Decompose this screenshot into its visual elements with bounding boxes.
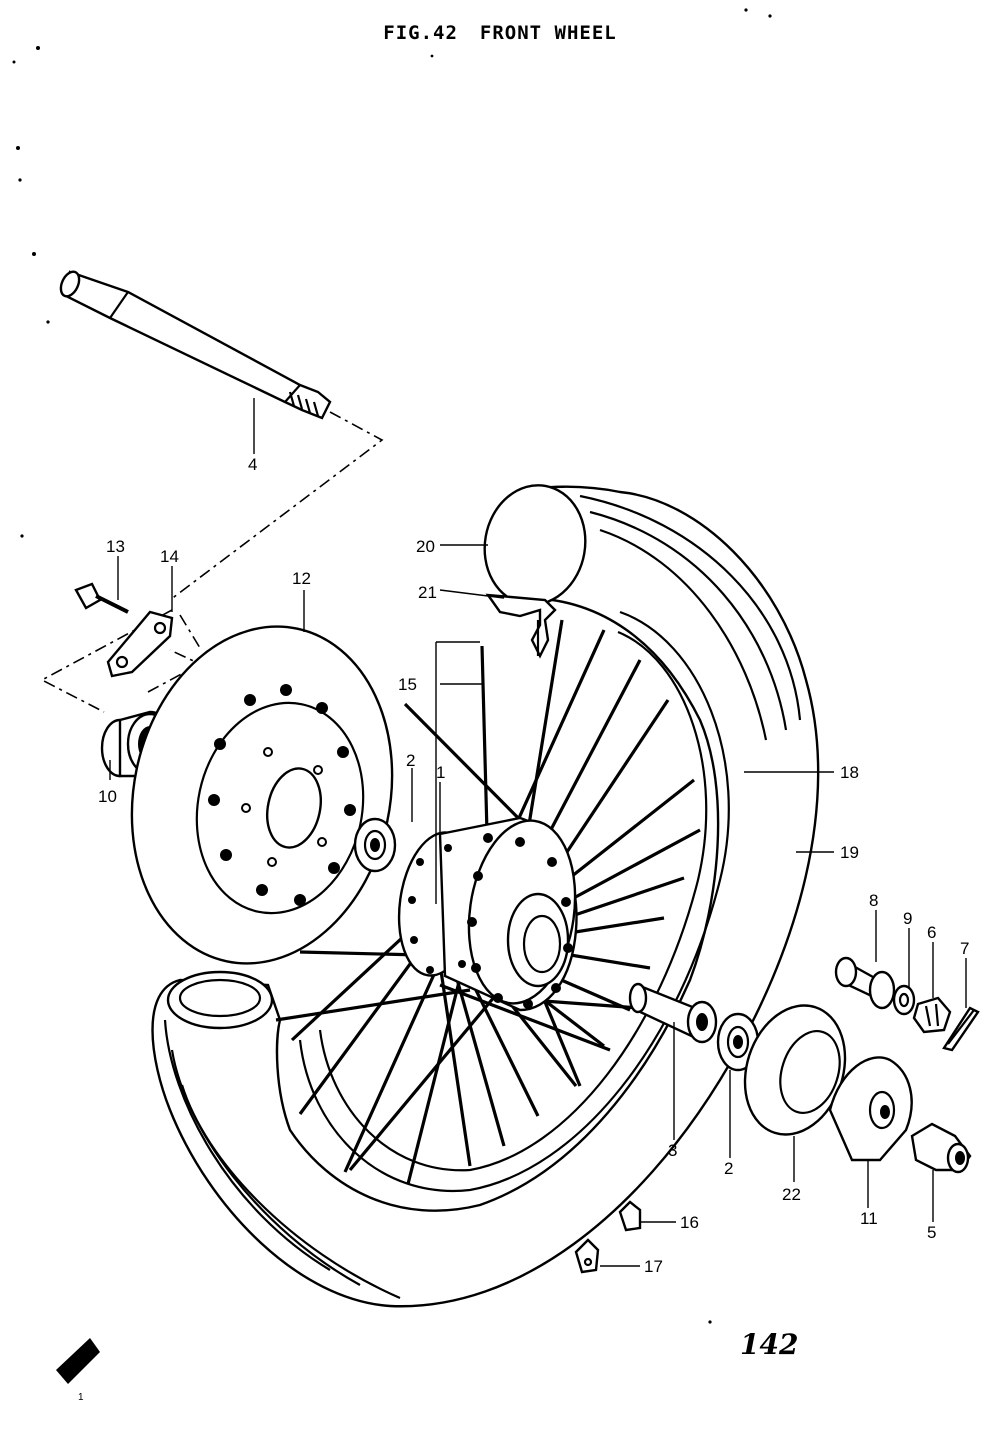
hub-spacer — [628, 982, 718, 1044]
axle — [59, 270, 332, 420]
collar — [834, 956, 896, 1010]
callout-11: 11 — [860, 1209, 878, 1228]
inner-tube-and-valve — [485, 593, 557, 659]
callout-6: 6 — [927, 923, 936, 942]
cotter-pin — [942, 1006, 980, 1052]
balancer-weight — [618, 1200, 642, 1232]
left-wheel-bearing — [353, 817, 397, 873]
brake-disc — [130, 625, 394, 965]
rim — [298, 610, 730, 1193]
callout-10: 10 — [98, 787, 117, 806]
page-number: 142 — [740, 1328, 799, 1361]
callout-9: 9 — [903, 909, 912, 928]
callout-16: 16 — [680, 1213, 699, 1232]
callout-17: 17 — [644, 1257, 663, 1276]
callout-7: 7 — [960, 939, 969, 958]
gearbox — [828, 1056, 913, 1162]
callout-4: 4 — [248, 455, 257, 474]
callout-2-right: 2 — [724, 1159, 733, 1178]
valve-cap — [574, 1238, 600, 1274]
callout-21: 21 — [418, 583, 437, 602]
callout-19: 19 — [840, 843, 859, 862]
figure-title: FIG.42 FRONT WHEEL — [0, 22, 1000, 44]
callout-3: 3 — [668, 1141, 677, 1160]
bolt — [74, 582, 129, 614]
callout-22: 22 — [782, 1185, 801, 1204]
callout-8: 8 — [869, 891, 878, 910]
bracket — [106, 610, 174, 678]
leader-lines — [109, 398, 967, 1267]
callout-18: 18 — [840, 763, 859, 782]
figure-number: FIG.42 — [383, 22, 458, 44]
callout-12: 12 — [292, 569, 311, 588]
arrow-mark: 1 — [78, 1392, 84, 1403]
castle-nut — [912, 996, 952, 1034]
callout-5: 5 — [927, 1223, 936, 1242]
tire — [151, 484, 820, 1308]
washer — [892, 984, 916, 1016]
front-direction-arrow-icon — [56, 1338, 100, 1384]
callout-15: 15 — [398, 675, 417, 694]
callout-13: 13 — [106, 537, 125, 556]
callout-1: 1 — [436, 763, 445, 782]
wheel-hub — [397, 816, 578, 1012]
callout-2-left: 2 — [406, 751, 415, 770]
dust-cover — [743, 1004, 847, 1136]
callout-20: 20 — [416, 537, 435, 556]
callout-14: 14 — [160, 547, 179, 566]
callout-labels: 4 13 14 12 10 2 1 15 20 21 18 19 8 9 6 7… — [78, 455, 969, 1403]
scan-specks — [12, 8, 772, 1324]
axle-nut — [910, 1122, 972, 1174]
figure-name: FRONT WHEEL — [479, 22, 617, 44]
